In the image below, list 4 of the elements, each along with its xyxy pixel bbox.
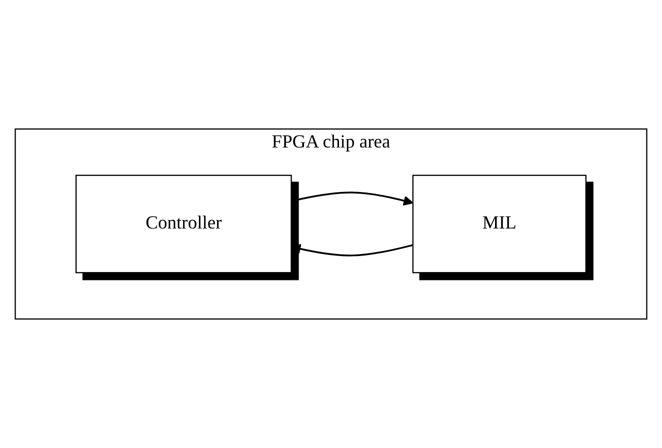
arrow (291, 192, 414, 206)
node-box: MIL (412, 174, 586, 274)
node-box: Controller (76, 174, 292, 274)
arrow (290, 244, 414, 256)
